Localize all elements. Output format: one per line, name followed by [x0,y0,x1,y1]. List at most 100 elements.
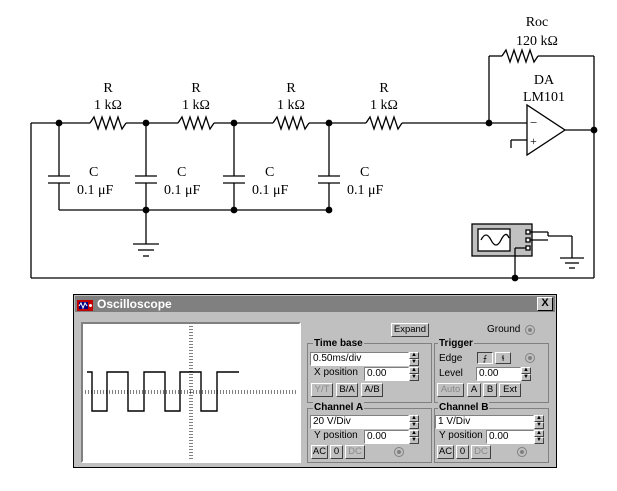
x-position-label: X position [314,367,358,378]
channel-b-ac-button[interactable]: AC [437,445,454,459]
spin-up-icon[interactable]: ▲ [534,430,544,437]
channel-a-scale[interactable]: 20 V/Div [310,415,409,429]
spin-up-icon[interactable]: ▲ [409,352,419,359]
capacitor-4-value: 0.1 μF [347,183,384,198]
capacitor-2-name: C [177,165,186,180]
mode-ab-button[interactable]: A/B [361,383,383,397]
trigger-a-button[interactable]: A [467,383,481,397]
capacitor-3[interactable] [223,123,245,210]
channel-b-spinner[interactable]: ▲▼ [534,415,544,429]
trigger-terminal[interactable] [525,353,535,363]
channel-a-terminal[interactable] [394,447,404,457]
timebase-group [307,343,432,403]
x-position-input[interactable]: 0.00 [364,367,409,381]
close-icon[interactable]: X [537,297,553,311]
trigger-b-button[interactable]: B [483,383,497,397]
channel-a-dc-button[interactable]: DC [345,445,365,459]
channel-a-ypos-label: Y position [314,430,358,441]
opamp-lm101[interactable] [510,103,594,157]
channel-b-ypos-spinner[interactable]: ▲▼ [534,430,544,444]
capacitor-4[interactable] [318,123,340,210]
timebase-value[interactable]: 0.50ms/div [310,352,409,366]
channel-b-ypos-input[interactable]: 0.00 [486,430,534,444]
trigger-auto-button[interactable]: Auto [437,383,464,397]
scope-display [81,322,301,463]
x-position-spinner[interactable]: ▲▼ [409,367,419,381]
spin-down-icon[interactable]: ▼ [409,374,419,381]
rc-phase-shift-circuit: R 1 kΩ R 1 kΩ R 1 kΩ R 1 kΩ C 0.1 μF C 0… [30,15,598,282]
opamp-minus: − [530,115,537,130]
capacitor-3-value: 0.1 μF [252,183,289,198]
trigger-group [434,343,549,403]
spin-down-icon[interactable]: ▼ [409,359,419,366]
ground-label: Ground [487,324,521,335]
spin-up-icon[interactable]: ▲ [534,415,544,422]
edge-falling-icon[interactable]: ɬ [495,352,511,364]
ground-terminal[interactable] [525,325,535,335]
resistor-2[interactable] [177,114,215,132]
edge-label: Edge [439,353,463,364]
ground-icon [133,210,159,257]
spin-down-icon[interactable]: ▼ [409,422,419,429]
capacitor-2-value: 0.1 μF [164,183,201,198]
channel-a-ypos-input[interactable]: 0.00 [364,430,409,444]
spin-up-icon[interactable]: ▲ [409,430,419,437]
expand-button[interactable]: Expand [391,323,429,337]
channel-b-ypos-label: Y position [439,430,483,441]
mode-ba-button[interactable]: B/A [336,383,358,397]
feedback-resistor[interactable] [501,47,539,65]
trigger-ext-button[interactable]: Ext [499,383,521,397]
spin-down-icon[interactable]: ▼ [534,437,544,444]
trigger-level-spinner[interactable]: ▲▼ [521,367,531,381]
resistor-2-name: R [191,81,201,96]
channel-a-ypos-spinner[interactable]: ▲▼ [409,430,419,444]
resistor-3-name: R [286,81,296,96]
timebase-label: Time base [313,338,364,349]
edge-rising-icon[interactable]: ⨍ [477,352,493,364]
channel-b-dc-button[interactable]: DC [471,445,491,459]
resistor-3[interactable] [272,114,310,132]
channel-b-terminal[interactable] [517,447,527,457]
timebase-spinner[interactable]: ▲▼ [409,352,419,366]
oscilloscope-window: Oscilloscope X Expand Ground Time base 0… [73,294,557,468]
capacitor-1[interactable] [48,123,70,210]
oscilloscope-app-icon [77,300,93,311]
capacitor-1-value: 0.1 μF [77,183,114,198]
channel-a-group [307,408,432,463]
spin-down-icon[interactable]: ▼ [521,374,531,381]
resistor-1-value: 1 kΩ [94,98,122,113]
trigger-label: Trigger [438,338,474,349]
capacitor-3-name: C [265,165,274,180]
resistor-3-value: 1 kΩ [277,98,305,113]
capacitor-2[interactable] [135,123,157,210]
oscilloscope-title: Oscilloscope [97,297,172,311]
channel-a-trace [87,371,239,412]
level-label: Level [439,368,463,379]
trigger-level-input[interactable]: 0.00 [476,367,521,381]
scope-graticule [85,326,297,459]
oscilloscope-title-bar[interactable]: Oscilloscope X [75,296,555,312]
mode-yt-button[interactable]: Y/T [311,383,333,397]
capacitor-4-name: C [360,165,369,180]
spin-down-icon[interactable]: ▼ [534,422,544,429]
capacitor-1-name: C [89,165,98,180]
resistor-1[interactable] [89,114,127,132]
spin-up-icon[interactable]: ▲ [409,367,419,374]
resistor-4[interactable] [365,114,403,132]
channel-b-zero-button[interactable]: 0 [456,445,469,459]
opamp-plus: + [530,134,537,148]
resistor-2-value: 1 kΩ [182,98,210,113]
channel-a-spinner[interactable]: ▲▼ [409,415,419,429]
channel-a-ac-button[interactable]: AC [311,445,328,459]
spin-up-icon[interactable]: ▲ [521,367,531,374]
channel-a-zero-button[interactable]: 0 [330,445,343,459]
spin-down-icon[interactable]: ▼ [409,437,419,444]
channel-a-label: Channel A [313,402,365,413]
resistor-4-name: R [379,81,389,96]
scope-probe-icon[interactable] [471,223,533,257]
feedback-name: Roc [526,15,549,30]
spin-up-icon[interactable]: ▲ [409,415,419,422]
channel-b-group [434,408,549,463]
channel-b-scale[interactable]: 1 V/Div [435,415,534,429]
feedback-value: 120 kΩ [516,34,558,49]
